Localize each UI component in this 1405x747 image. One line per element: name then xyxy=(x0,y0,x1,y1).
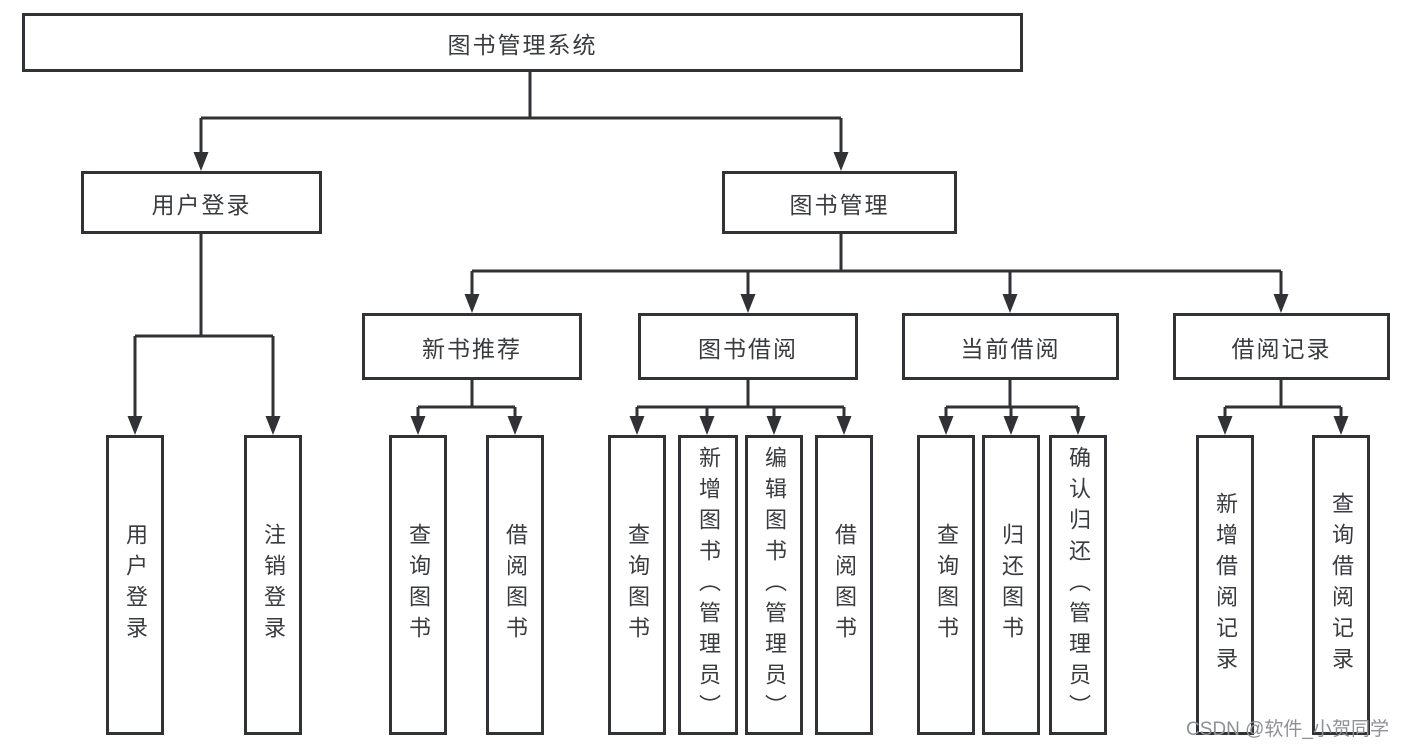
arrowhead-icon xyxy=(833,152,849,171)
node-borrow-records: 借阅记录 xyxy=(1173,313,1390,380)
node-leaf-add-borrow-record: 新增借阅记录 xyxy=(1196,435,1254,735)
node-leaf-query-borrow-record: 查询借阅记录 xyxy=(1312,435,1370,735)
node-borrow-records-label: 借阅记录 xyxy=(1231,335,1332,362)
node-leaf-borrow-books-2: 借阅图书 xyxy=(815,435,873,735)
node-leaf-add-books-admin: 新增图书（管理员） xyxy=(678,435,738,735)
arrowhead-icon xyxy=(1333,416,1349,435)
node-leaf-edit-books-admin: 编辑图书（管理员） xyxy=(745,435,803,735)
node-leaf-logout-label: 注销登录 xyxy=(261,523,286,647)
node-leaf-query-books-2: 查询图书 xyxy=(608,435,666,735)
node-new-book-recommend: 新书推荐 xyxy=(362,313,582,380)
node-leaf-borrow-books-1-label: 借阅图书 xyxy=(503,523,528,647)
node-user-login-label: 用户登录 xyxy=(151,191,252,218)
node-leaf-query-books-1: 查询图书 xyxy=(389,435,447,735)
arrowhead-icon xyxy=(1217,416,1233,435)
node-book-management: 图书管理 xyxy=(722,171,957,234)
node-leaf-query-books-3-label: 查询图书 xyxy=(934,523,959,647)
node-book-borrowing-label: 图书借阅 xyxy=(698,335,798,362)
node-leaf-confirm-return-admin-label: 确认归还（管理员） xyxy=(1066,445,1091,725)
arrowhead-icon xyxy=(1070,416,1086,435)
arrowhead-icon xyxy=(1002,294,1018,313)
arrowhead-icon xyxy=(410,416,426,435)
connector-book-borrow-children xyxy=(635,380,846,420)
arrowhead-icon xyxy=(193,152,209,171)
node-leaf-query-borrow-record-label: 查询借阅记录 xyxy=(1329,492,1354,678)
connector-book-mgmt-children xyxy=(470,234,1283,298)
watermark: CSDN @软件_小贺同学 xyxy=(1186,719,1389,740)
node-new-book-recommend-label: 新书推荐 xyxy=(422,335,522,362)
arrowhead-icon xyxy=(127,416,143,435)
node-leaf-query-books-2-label: 查询图书 xyxy=(625,523,650,647)
arrowhead-icon xyxy=(265,416,281,435)
node-leaf-user-login: 用户登录 xyxy=(106,435,164,735)
arrowhead-icon xyxy=(766,416,782,435)
node-library-system: 图书管理系统 xyxy=(22,13,1023,72)
arrowhead-icon xyxy=(507,416,523,435)
node-leaf-return-books-label: 归还图书 xyxy=(999,523,1024,647)
node-current-borrowing: 当前借阅 xyxy=(902,313,1119,380)
node-leaf-query-books-1-label: 查询图书 xyxy=(406,523,431,647)
arrowhead-icon xyxy=(629,416,645,435)
node-current-borrowing-label: 当前借阅 xyxy=(960,335,1061,362)
node-leaf-user-login-label: 用户登录 xyxy=(123,523,148,647)
arrowhead-icon xyxy=(1003,416,1019,435)
arrowhead-icon xyxy=(464,294,480,313)
node-library-system-label: 图书管理系统 xyxy=(447,31,598,58)
node-leaf-add-borrow-record-label: 新增借阅记录 xyxy=(1213,492,1238,678)
arrowhead-icon xyxy=(699,416,715,435)
node-leaf-return-books: 归还图书 xyxy=(982,435,1040,735)
connector-user-login-children xyxy=(133,234,275,420)
arrowhead-icon xyxy=(938,416,954,435)
arrowhead-icon xyxy=(836,416,852,435)
node-leaf-borrow-books-1: 借阅图书 xyxy=(486,435,544,735)
node-leaf-borrow-books-2-label: 借阅图书 xyxy=(832,523,857,647)
node-book-borrowing: 图书借阅 xyxy=(638,313,858,380)
connector-records-children xyxy=(1223,380,1343,420)
node-leaf-logout: 注销登录 xyxy=(244,435,302,735)
node-leaf-edit-books-admin-label: 编辑图书（管理员） xyxy=(762,445,787,725)
node-user-login: 用户登录 xyxy=(81,171,322,234)
arrowhead-icon xyxy=(1273,294,1289,313)
node-leaf-query-books-3: 查询图书 xyxy=(917,435,975,735)
node-book-management-label: 图书管理 xyxy=(789,191,890,218)
connector-root-to-level2 xyxy=(199,72,843,156)
connector-new-rec-children xyxy=(416,380,517,420)
arrowhead-icon xyxy=(740,294,756,313)
connector-cur-borrow-children xyxy=(944,380,1080,420)
node-leaf-confirm-return-admin: 确认归还（管理员） xyxy=(1049,435,1107,735)
node-leaf-add-books-admin-label: 新增图书（管理员） xyxy=(696,445,721,725)
